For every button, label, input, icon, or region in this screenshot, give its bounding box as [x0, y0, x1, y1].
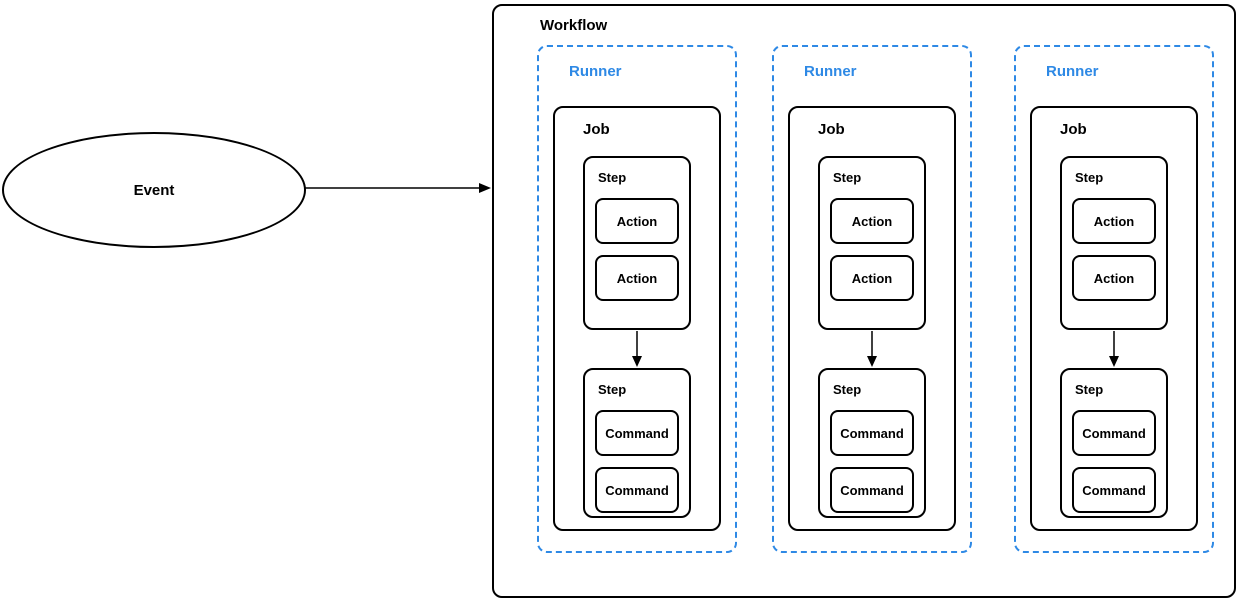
- step-label: Step: [598, 382, 627, 397]
- action-node: Action: [830, 255, 914, 301]
- event-node: Event: [2, 132, 306, 248]
- job-label: Job: [583, 121, 610, 138]
- workflow-label: Workflow: [540, 17, 608, 34]
- step-label: Step: [1075, 382, 1104, 397]
- runner-label: Runner: [569, 63, 622, 80]
- runner-container-1: Runner Job Step Action Action Step Comma…: [537, 45, 737, 553]
- command-node: Command: [830, 410, 914, 456]
- step-label: Step: [833, 170, 862, 185]
- step-to-step-arrow: [555, 330, 719, 368]
- workflow-container: Workflow Runner Job Step Action Action: [492, 4, 1236, 598]
- action-node: Action: [595, 255, 679, 301]
- command-node: Command: [1072, 467, 1156, 513]
- action-node: Action: [595, 198, 679, 244]
- step-container: Step Command Command: [583, 368, 691, 518]
- runner-container-3: Runner Job Step Action Action Step Comma…: [1014, 45, 1214, 553]
- step-container: Step Command Command: [1060, 368, 1168, 518]
- action-node: Action: [830, 198, 914, 244]
- event-to-workflow-arrow: [304, 183, 491, 193]
- command-node: Command: [1072, 410, 1156, 456]
- step-to-step-arrow: [790, 330, 954, 368]
- event-label: Event: [133, 181, 175, 199]
- job-label: Job: [1060, 121, 1087, 138]
- job-container: Job Step Action Action Step Command Comm…: [788, 106, 956, 531]
- step-label: Step: [1075, 170, 1104, 185]
- action-node: Action: [1072, 198, 1156, 244]
- job-label: Job: [818, 121, 845, 138]
- step-container: Step Action Action: [818, 156, 926, 330]
- runner-label: Runner: [1046, 63, 1099, 80]
- runner-container-2: Runner Job Step Action Action Step Comma…: [772, 45, 972, 553]
- command-node: Command: [595, 410, 679, 456]
- step-container: Step Action Action: [1060, 156, 1168, 330]
- step-label: Step: [833, 382, 862, 397]
- step-label: Step: [598, 170, 627, 185]
- runner-label: Runner: [804, 63, 857, 80]
- command-node: Command: [595, 467, 679, 513]
- job-container: Job Step Action Action Step Command Comm…: [553, 106, 721, 531]
- step-container: Step Action Action: [583, 156, 691, 330]
- action-node: Action: [1072, 255, 1156, 301]
- job-container: Job Step Action Action Step Command Comm…: [1030, 106, 1198, 531]
- step-container: Step Command Command: [818, 368, 926, 518]
- step-to-step-arrow: [1032, 330, 1196, 368]
- command-node: Command: [830, 467, 914, 513]
